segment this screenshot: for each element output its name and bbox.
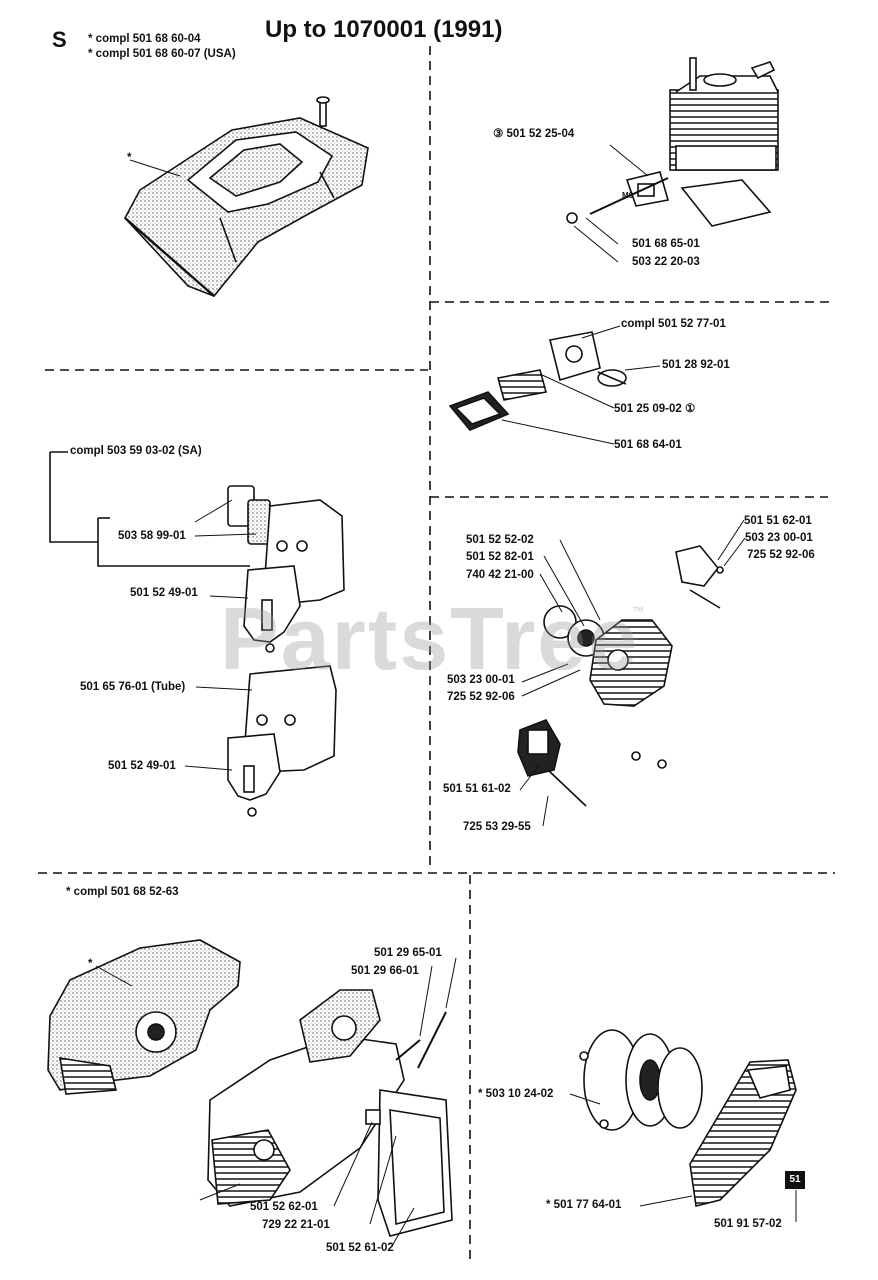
part-label[interactable]: 503 22 20-03 [632,256,700,268]
part-label[interactable]: * 503 10 24-02 [478,1088,554,1100]
part-label[interactable]: 501 52 61-02 [326,1242,394,1254]
part-label[interactable]: 501 65 76-01 (Tube) [80,681,186,693]
part-label[interactable]: 503 58 99-01 [118,530,186,542]
part-label[interactable]: 501 68 64-01 [614,439,682,451]
section-letter: S [52,27,67,52]
part-label[interactable]: ③ 501 52 25-04 [493,128,575,140]
cylinder-cover-drawing [124,96,369,297]
part-label[interactable]: 501 91 57-02 [714,1218,782,1230]
part-label[interactable]: 501 29 65-01 [374,947,442,959]
ignition-drawing [517,519,746,827]
part-label[interactable]: 501 25 09-02 ① [614,403,696,415]
part-label: M6 [622,191,634,200]
page-title: Up to 1070001 (1991) [265,16,503,43]
part-label[interactable]: 501 52 52-02 [466,534,534,546]
part-label[interactable]: 501 28 92-01 [662,359,730,371]
part-label[interactable]: compl 501 52 77-01 [621,318,726,330]
part-label[interactable]: * 501 77 64-01 [546,1199,622,1211]
part-label[interactable]: 501 29 66-01 [351,965,419,977]
compl-note-2: * compl 501 68 60-07 (USA) [88,48,236,60]
cover-asterisk: * [127,152,132,164]
part-label[interactable]: 501 52 49-01 [108,760,176,772]
part-label[interactable]: 501 52 82-01 [466,551,534,563]
part-label[interactable]: 501 52 62-01 [250,1201,318,1213]
part-label[interactable]: 503 23 00-01 [745,532,813,544]
carburetor-drawing [448,325,661,445]
muffler-drawing [49,451,345,817]
watermark-trademark: ™ [632,604,644,618]
part-label[interactable]: 503 23 00-01 [447,674,515,686]
watermark: PartsTree [220,589,640,688]
part-label[interactable]: 725 52 92-06 [447,691,515,703]
part-label[interactable]: 501 52 49-01 [130,587,198,599]
part-label[interactable]: 501 51 61-02 [443,783,511,795]
part-label[interactable]: compl 503 59 03-02 (SA) [70,445,202,457]
part-label[interactable]: 501 51 62-01 [744,515,812,527]
section-dividers [38,46,835,1262]
starter-drawing [569,1029,797,1222]
crankcase-asterisk: * [88,958,93,970]
part-label[interactable]: 740 42 21-00 [466,569,534,581]
crankcase-compl-note: * compl 501 68 52-63 [66,886,179,898]
part-label[interactable]: 501 68 65-01 [632,238,700,250]
compl-note-1: * compl 501 68 60-04 [88,33,201,45]
cylinder-drawing [566,57,779,263]
part-label[interactable]: 725 52 92-06 [747,549,815,561]
part-badge: 51 [785,1171,805,1189]
crankcase-drawing [47,939,457,1247]
part-label[interactable]: 729 22 21-01 [262,1219,330,1231]
part-label[interactable]: 725 53 29-55 [463,821,531,833]
